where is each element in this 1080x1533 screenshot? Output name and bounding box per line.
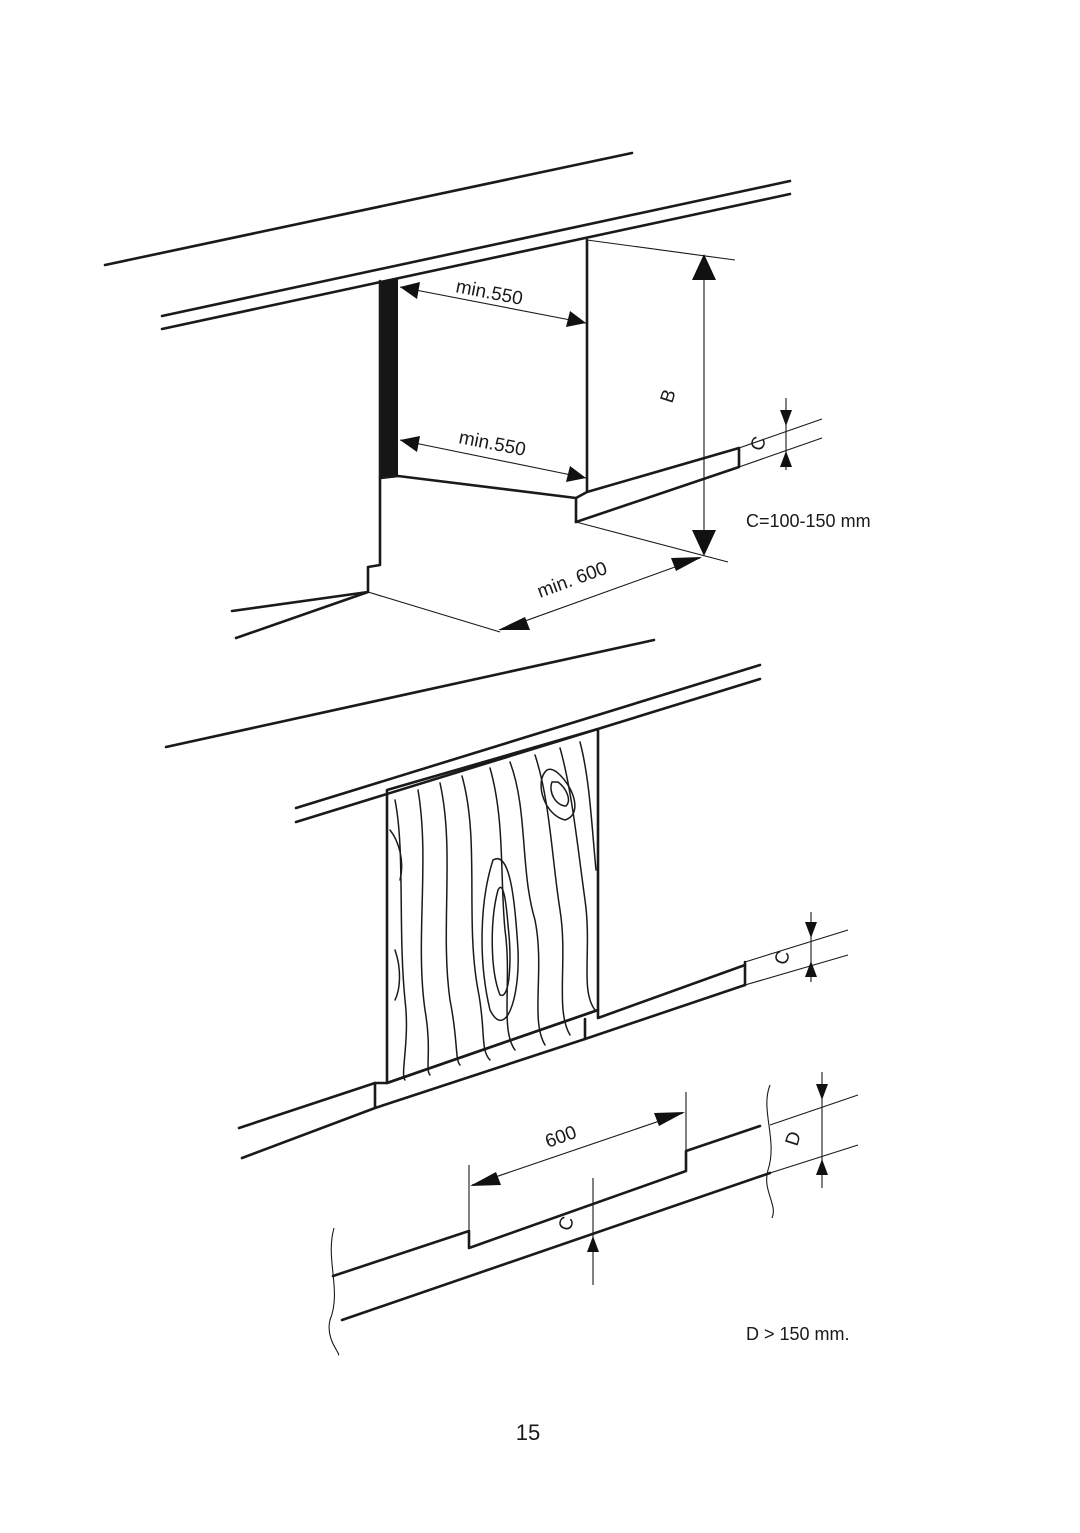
worktop-bottom-edge	[160, 192, 792, 331]
plinth-ext-bottom	[738, 437, 823, 468]
top-figure: min.550 min.550 B C min. 600	[103, 151, 871, 640]
dim-width-bottom: min.550	[399, 427, 587, 482]
recess-ext-bottom	[769, 1144, 859, 1174]
dim-plinth-label: C	[747, 434, 771, 454]
left-cabinet-outline	[230, 279, 382, 613]
dim-width: 600	[470, 1112, 685, 1186]
plinth-bottom-line	[583, 983, 747, 1041]
dim-plinth-upper: C	[771, 912, 817, 982]
dim-depth: min. 600	[498, 557, 702, 631]
dim-depth-label: min. 600	[535, 558, 611, 603]
dim-plinth-upper-label: C	[771, 948, 795, 968]
left-floor-edge-top	[237, 1081, 377, 1130]
plinth-front-left	[373, 1017, 587, 1110]
recess-bottom-edge	[340, 1171, 772, 1322]
wood-door-panel	[385, 727, 600, 1085]
depth-ext-left	[367, 591, 501, 633]
dim-plinth: C	[747, 398, 792, 470]
dim-width-bottom-label: min.550	[457, 427, 527, 461]
worktop-front-edge	[164, 638, 656, 749]
height-ext-bottom	[575, 521, 729, 563]
worktop-top-edge	[160, 179, 792, 318]
recess-ext-top	[769, 1094, 859, 1126]
niche-back-corner	[574, 238, 589, 500]
dim-plinth-lower-label: C	[555, 1214, 579, 1234]
worktop-front-edge	[103, 151, 634, 267]
dim-height: B	[657, 254, 716, 556]
left-plinth-bottom	[234, 590, 370, 640]
dim-width-label: 600	[543, 1122, 580, 1153]
plinth-ext-top	[744, 929, 849, 963]
recess-top-edge	[331, 1124, 762, 1278]
dim-plinth-lower: C	[555, 1178, 599, 1285]
height-ext-top	[586, 239, 736, 261]
plinth-ext-bottom	[744, 954, 849, 986]
bottom-figure: C 600 C D D > 150 mm.	[164, 638, 859, 1356]
recess-note: D > 150 mm.	[746, 1324, 850, 1344]
cabinet-side-panel	[380, 278, 398, 478]
break-line-left	[328, 1227, 340, 1356]
left-floor-edge-bottom	[240, 1106, 377, 1160]
plinth-ext-top	[738, 418, 823, 449]
plinth-note: C=100-150 mm	[746, 511, 871, 531]
break-line-right	[766, 1084, 774, 1219]
right-plinth	[574, 446, 741, 524]
worktop-top-edge	[294, 663, 762, 810]
plinth-top-line	[373, 963, 747, 1085]
dim-width-top: min.550	[399, 276, 587, 327]
niche-floor-left	[378, 474, 578, 524]
page-number: 15	[516, 1420, 540, 1445]
dim-recess-label: D	[782, 1129, 806, 1149]
dim-height-label: B	[657, 387, 681, 406]
dim-recess: D	[782, 1072, 828, 1188]
